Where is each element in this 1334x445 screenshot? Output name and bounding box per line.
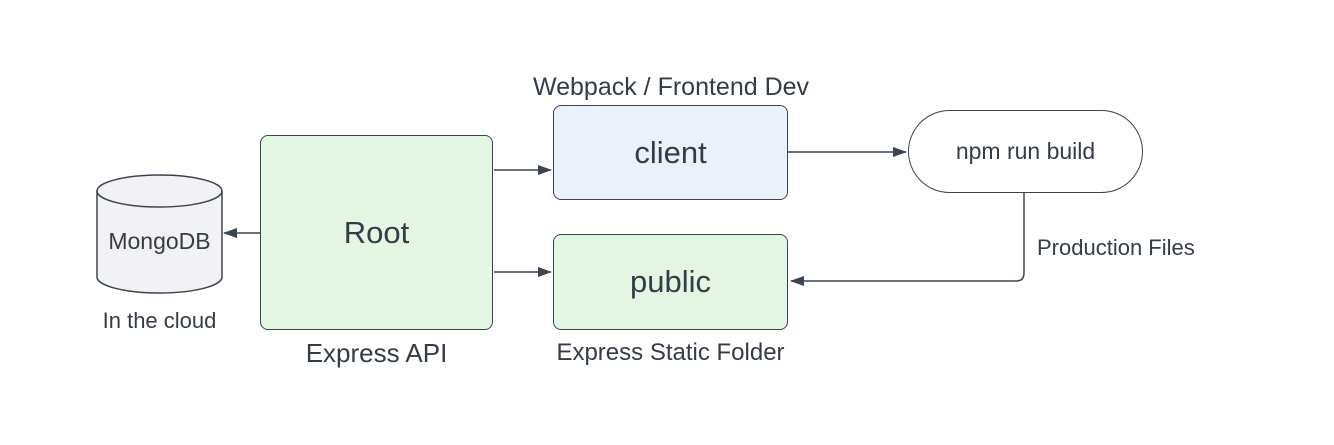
edge-label-production-files: Production Files (1037, 235, 1195, 260)
mongodb-cylinder (96, 174, 223, 294)
node-root-label: Root (343, 214, 410, 250)
mongodb-caption: In the cloud (102, 308, 217, 333)
node-npm-run-build: npm run build (908, 110, 1143, 193)
node-root: Root (260, 135, 493, 330)
edge-npmbuild-to-public (790, 193, 1025, 286)
root-caption: Express API (305, 338, 448, 368)
node-mongodb: MongoDB (97, 181, 222, 301)
cylinder-rim (96, 190, 223, 208)
node-client-label: client (634, 134, 707, 170)
public-caption: Express Static Folder (556, 339, 785, 366)
node-mongodb-label: MongoDB (108, 227, 211, 254)
node-public-label: public (630, 264, 711, 299)
node-npm-run-build-label: npm run build (955, 138, 1096, 164)
client-caption: Webpack / Frontend Dev (532, 73, 810, 101)
node-client: client (553, 105, 788, 200)
node-public: public (553, 234, 788, 330)
